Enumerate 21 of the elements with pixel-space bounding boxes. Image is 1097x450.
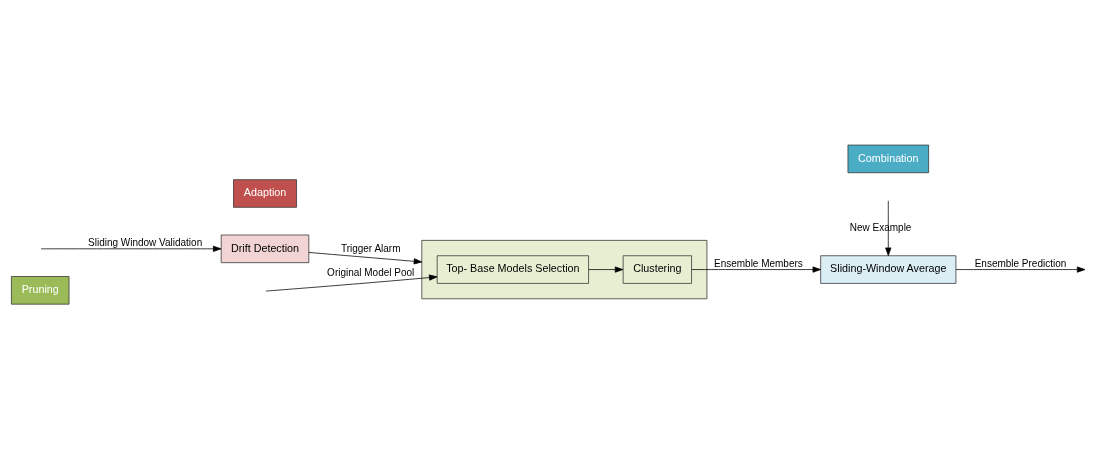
node-box: Sliding-Window Average (820, 255, 957, 284)
node-box: Adaption (233, 179, 297, 208)
edge-label: Ensemble Prediction (974, 257, 1067, 269)
node-box: Drift Detection (220, 234, 310, 264)
edge-label: Original Model Pool (327, 267, 415, 279)
cluster (421, 240, 708, 300)
node-box: Top- Base Models Selection (436, 255, 589, 284)
arrow (308, 252, 423, 265)
arrow (955, 266, 1086, 273)
arrow (691, 266, 821, 273)
edge-label: Ensemble Members (714, 257, 803, 269)
edge-label: Sliding Window Validation (88, 237, 203, 249)
arrow (265, 274, 438, 292)
node-box: Clustering (622, 255, 692, 284)
arrow (40, 245, 222, 252)
arrow (885, 200, 892, 256)
node-box: Combination (847, 144, 930, 174)
node-box: Pruning (11, 276, 70, 305)
arrow (588, 266, 624, 273)
edge-label: Trigger Alarm (340, 243, 401, 255)
edge-label: New Example (849, 221, 912, 233)
